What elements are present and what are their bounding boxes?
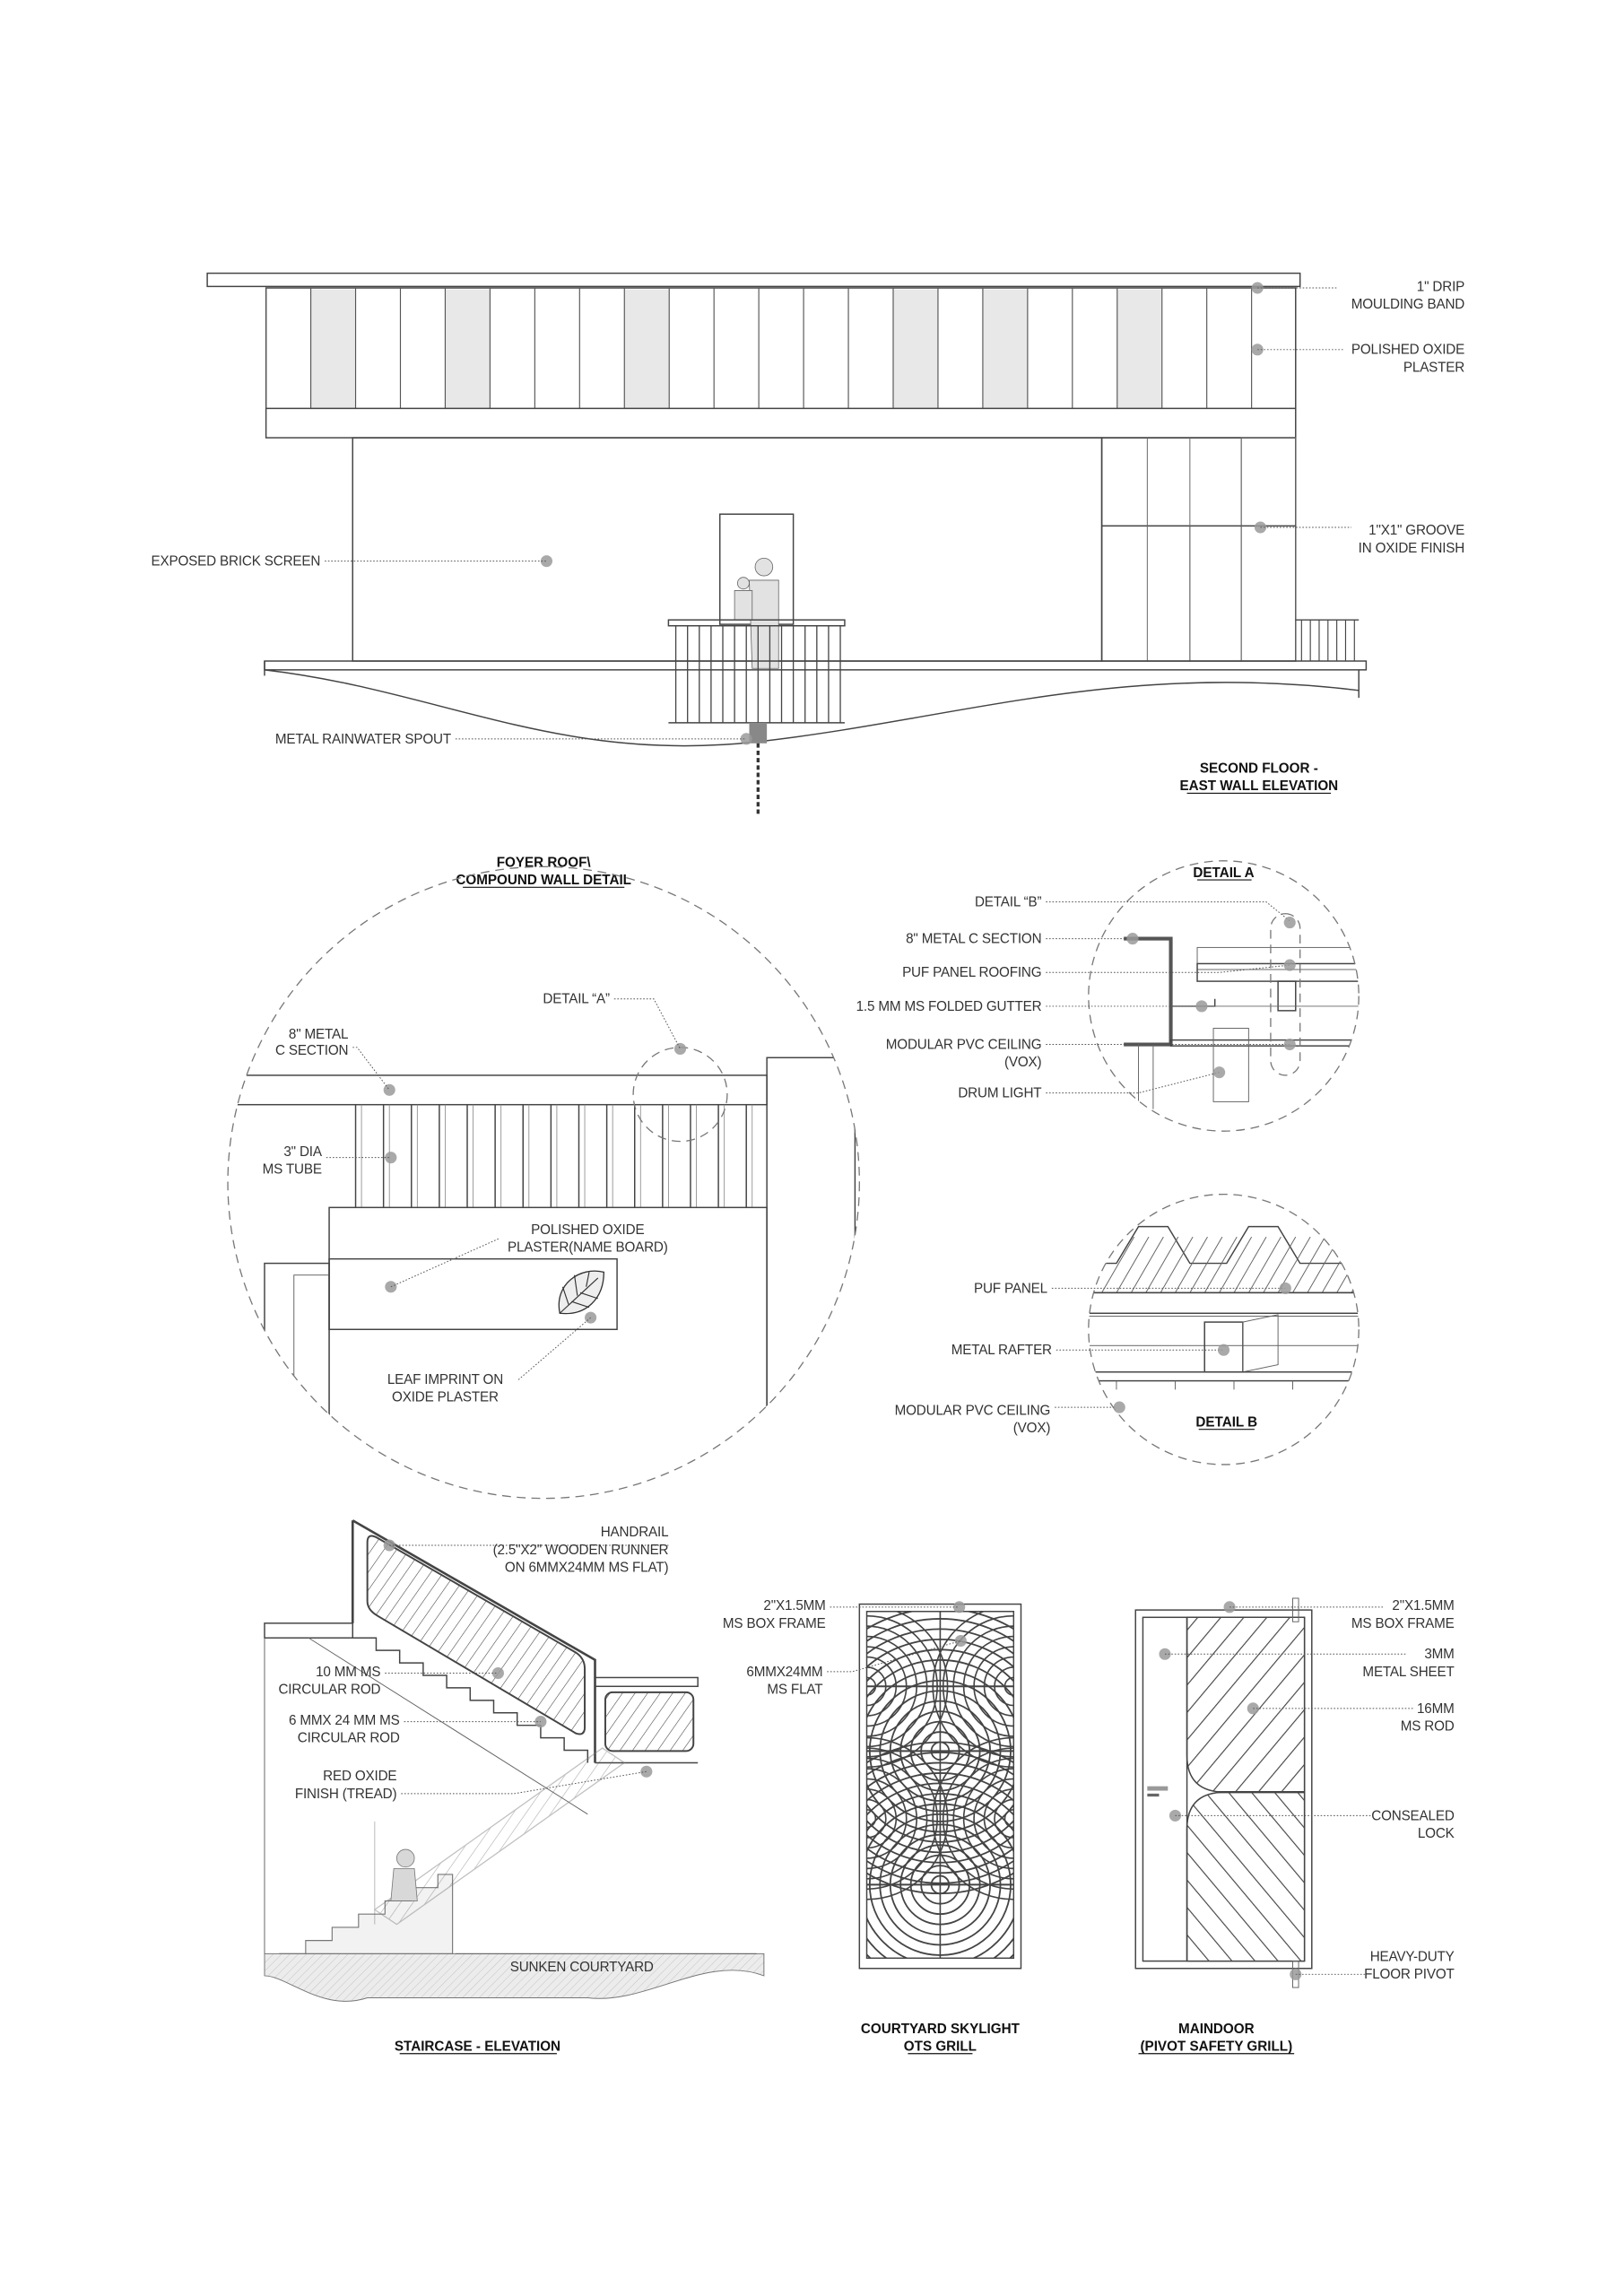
maindoor-grill: 2"X1.5MM MS BOX FRAME 3MM METAL SHEET 16… bbox=[1134, 1597, 1455, 2054]
label-c-section-2: C SECTION bbox=[275, 1043, 348, 1058]
label-groove-1: 1"X1" GROOVE bbox=[1368, 523, 1464, 538]
label-handrail-1: HANDRAIL bbox=[601, 1525, 669, 1540]
rainwater-spout-icon bbox=[749, 722, 768, 816]
label-handrail-2: (2.5"X2" WOODEN RUNNER bbox=[493, 1543, 669, 1558]
label-handrail-3: ON 6MMX24MM MS FLAT) bbox=[505, 1561, 669, 1576]
label-a-drum-light: DRUM LIGHT bbox=[958, 1085, 1041, 1100]
plaster-panel bbox=[892, 289, 938, 409]
label-door-frame-2: MS BOX FRAME bbox=[1351, 1616, 1455, 1631]
label-leaf-2: OXIDE PLASTER bbox=[392, 1390, 499, 1405]
label-sky-flat-1: 6MMX24MM bbox=[746, 1665, 822, 1680]
label-drip-1: 1" DRIP bbox=[1417, 279, 1464, 294]
label-rod6-1: 6 MMX 24 MM MS bbox=[289, 1713, 400, 1728]
label-sky-frame-2: MS BOX FRAME bbox=[723, 1616, 826, 1631]
label-tube-1: 3" DIA bbox=[283, 1144, 322, 1160]
label-courtyard: SUNKEN COURTYARD bbox=[510, 1960, 654, 1975]
label-spout: METAL RAINWATER SPOUT bbox=[275, 732, 451, 747]
label-brick: EXPOSED BRICK SCREEN bbox=[152, 554, 321, 570]
side-railing bbox=[1295, 619, 1360, 662]
label-sky-frame-1: 2"X1.5MM bbox=[763, 1598, 825, 1613]
label-detail-b-ref: DETAIL “B” bbox=[975, 895, 1042, 910]
label-a-puf: PUF PANEL ROOFING bbox=[902, 965, 1041, 980]
label-door-sheet-1: 3MM bbox=[1424, 1647, 1454, 1662]
people-figures bbox=[734, 557, 779, 669]
label-nameboard-2: PLASTER(NAME BOARD) bbox=[508, 1239, 668, 1255]
label-plaster-1: POLISHED OXIDE bbox=[1351, 343, 1464, 358]
label-rod10-2: CIRCULAR ROD bbox=[278, 1682, 380, 1697]
label-sky-flat-2: MS FLAT bbox=[767, 1682, 822, 1697]
title-elevation-2: EAST WALL ELEVATION bbox=[1179, 778, 1338, 794]
label-tube-2: MS TUBE bbox=[263, 1162, 322, 1178]
compound-wall bbox=[766, 1057, 856, 1499]
plaster-panel bbox=[310, 289, 356, 409]
label-rod6-2: CIRCULAR ROD bbox=[298, 1731, 400, 1746]
plaster-panel bbox=[624, 289, 670, 409]
oxide-plaster-panels bbox=[265, 288, 1253, 409]
label-groove-2: IN OXIDE FINISH bbox=[1359, 541, 1464, 556]
title-skylight-2: OTS GRILL bbox=[904, 2039, 977, 2054]
child-figure bbox=[390, 1848, 418, 1901]
label-b-vox: (VOX) bbox=[1013, 1421, 1051, 1436]
label-door-lock-1: CONSEALED bbox=[1371, 1808, 1455, 1823]
label-tread-1: RED OXIDE bbox=[323, 1769, 396, 1784]
plaster-panel bbox=[982, 289, 1028, 409]
label-tread-2: FINISH (TREAD) bbox=[295, 1787, 397, 1802]
label-a-gutter: 1.5 MM MS FOLDED GUTTER bbox=[856, 999, 1042, 1014]
name-board bbox=[328, 1257, 618, 1331]
east-wall-elevation: 1" DRIP MOULDING BAND POLISHED OXIDE PLA… bbox=[152, 272, 1465, 816]
label-door-rod-2: MS ROD bbox=[1401, 1718, 1455, 1734]
label-b-puf: PUF PANEL bbox=[974, 1281, 1047, 1296]
title-detail-b: DETAIL B bbox=[1195, 1414, 1257, 1430]
title-elevation-1: SECOND FLOOR - bbox=[1200, 761, 1318, 777]
plaster-panel bbox=[1116, 289, 1162, 409]
handrail-panel bbox=[366, 1535, 586, 1735]
label-door-pivot-1: HEAVY-DUTY bbox=[1370, 1950, 1455, 1965]
landing-panel bbox=[604, 1691, 695, 1752]
title-skylight-1: COURTYARD SKYLIGHT bbox=[861, 2022, 1021, 2037]
grill-arc bbox=[866, 1916, 1014, 1959]
plaster-panel bbox=[445, 289, 491, 409]
title-staircase: STAIRCASE - ELEVATION bbox=[395, 2039, 560, 2054]
lock-icon bbox=[1147, 1786, 1169, 1797]
title-maindoor-1: MAINDOOR bbox=[1178, 2022, 1255, 2037]
label-a-ceiling: MODULAR PVC CEILING bbox=[886, 1037, 1042, 1052]
label-detail-a-ref: DETAIL “A” bbox=[543, 992, 610, 1007]
label-door-lock-2: LOCK bbox=[1418, 1826, 1455, 1841]
label-c-section-1: 8" METAL bbox=[289, 1027, 348, 1042]
label-drip-2: MOULDING BAND bbox=[1351, 297, 1465, 312]
detail-b: PUF PANEL METAL RAFTER MODULAR PVC CEILI… bbox=[895, 1193, 1360, 1465]
label-door-sheet-2: METAL SHEET bbox=[1362, 1665, 1454, 1680]
label-door-rod-1: 16MM bbox=[1417, 1701, 1455, 1717]
label-plaster-2: PLASTER bbox=[1403, 360, 1464, 375]
label-b-ceiling: MODULAR PVC CEILING bbox=[895, 1403, 1051, 1418]
leaf-imprint-icon bbox=[558, 1270, 604, 1315]
title-foyer-2: COMPOUND WALL DETAIL bbox=[456, 873, 631, 888]
label-door-pivot-2: FLOOR PIVOT bbox=[1364, 1967, 1455, 1982]
label-rod10-1: 10 MM MS bbox=[316, 1665, 380, 1680]
title-foyer-1: FOYER ROOF\ bbox=[497, 855, 592, 870]
detail-a: DETAIL A DETAIL “B” 8" METAL C SECTION P… bbox=[856, 860, 1360, 1132]
label-leaf-1: LEAF IMPRINT ON bbox=[387, 1372, 503, 1387]
label-b-rafter: METAL RAFTER bbox=[951, 1343, 1052, 1358]
ground-profile bbox=[264, 669, 1360, 747]
label-nameboard-1: POLISHED OXIDE bbox=[531, 1222, 644, 1238]
label-door-frame-1: 2"X1.5MM bbox=[1392, 1598, 1454, 1613]
foyer-roof-detail: FOYER ROOF\ COMPOUND WALL DETAIL DETAIL … bbox=[227, 855, 860, 1500]
brick-screen bbox=[352, 437, 1103, 662]
label-a-c-section: 8" METAL C SECTION bbox=[906, 932, 1041, 947]
skylight-grill: 2"X1.5MM MS BOX FRAME 6MMX24MM MS FLAT C… bbox=[723, 1598, 1022, 2054]
title-maindoor-2: (PIVOT SAFETY GRILL) bbox=[1140, 2039, 1292, 2054]
staircase-elevation: HANDRAIL (2.5"X2" WOODEN RUNNER ON 6MMX2… bbox=[264, 1519, 765, 2054]
label-a-vox: (VOX) bbox=[1004, 1055, 1042, 1070]
title-detail-a: DETAIL A bbox=[1193, 865, 1254, 881]
